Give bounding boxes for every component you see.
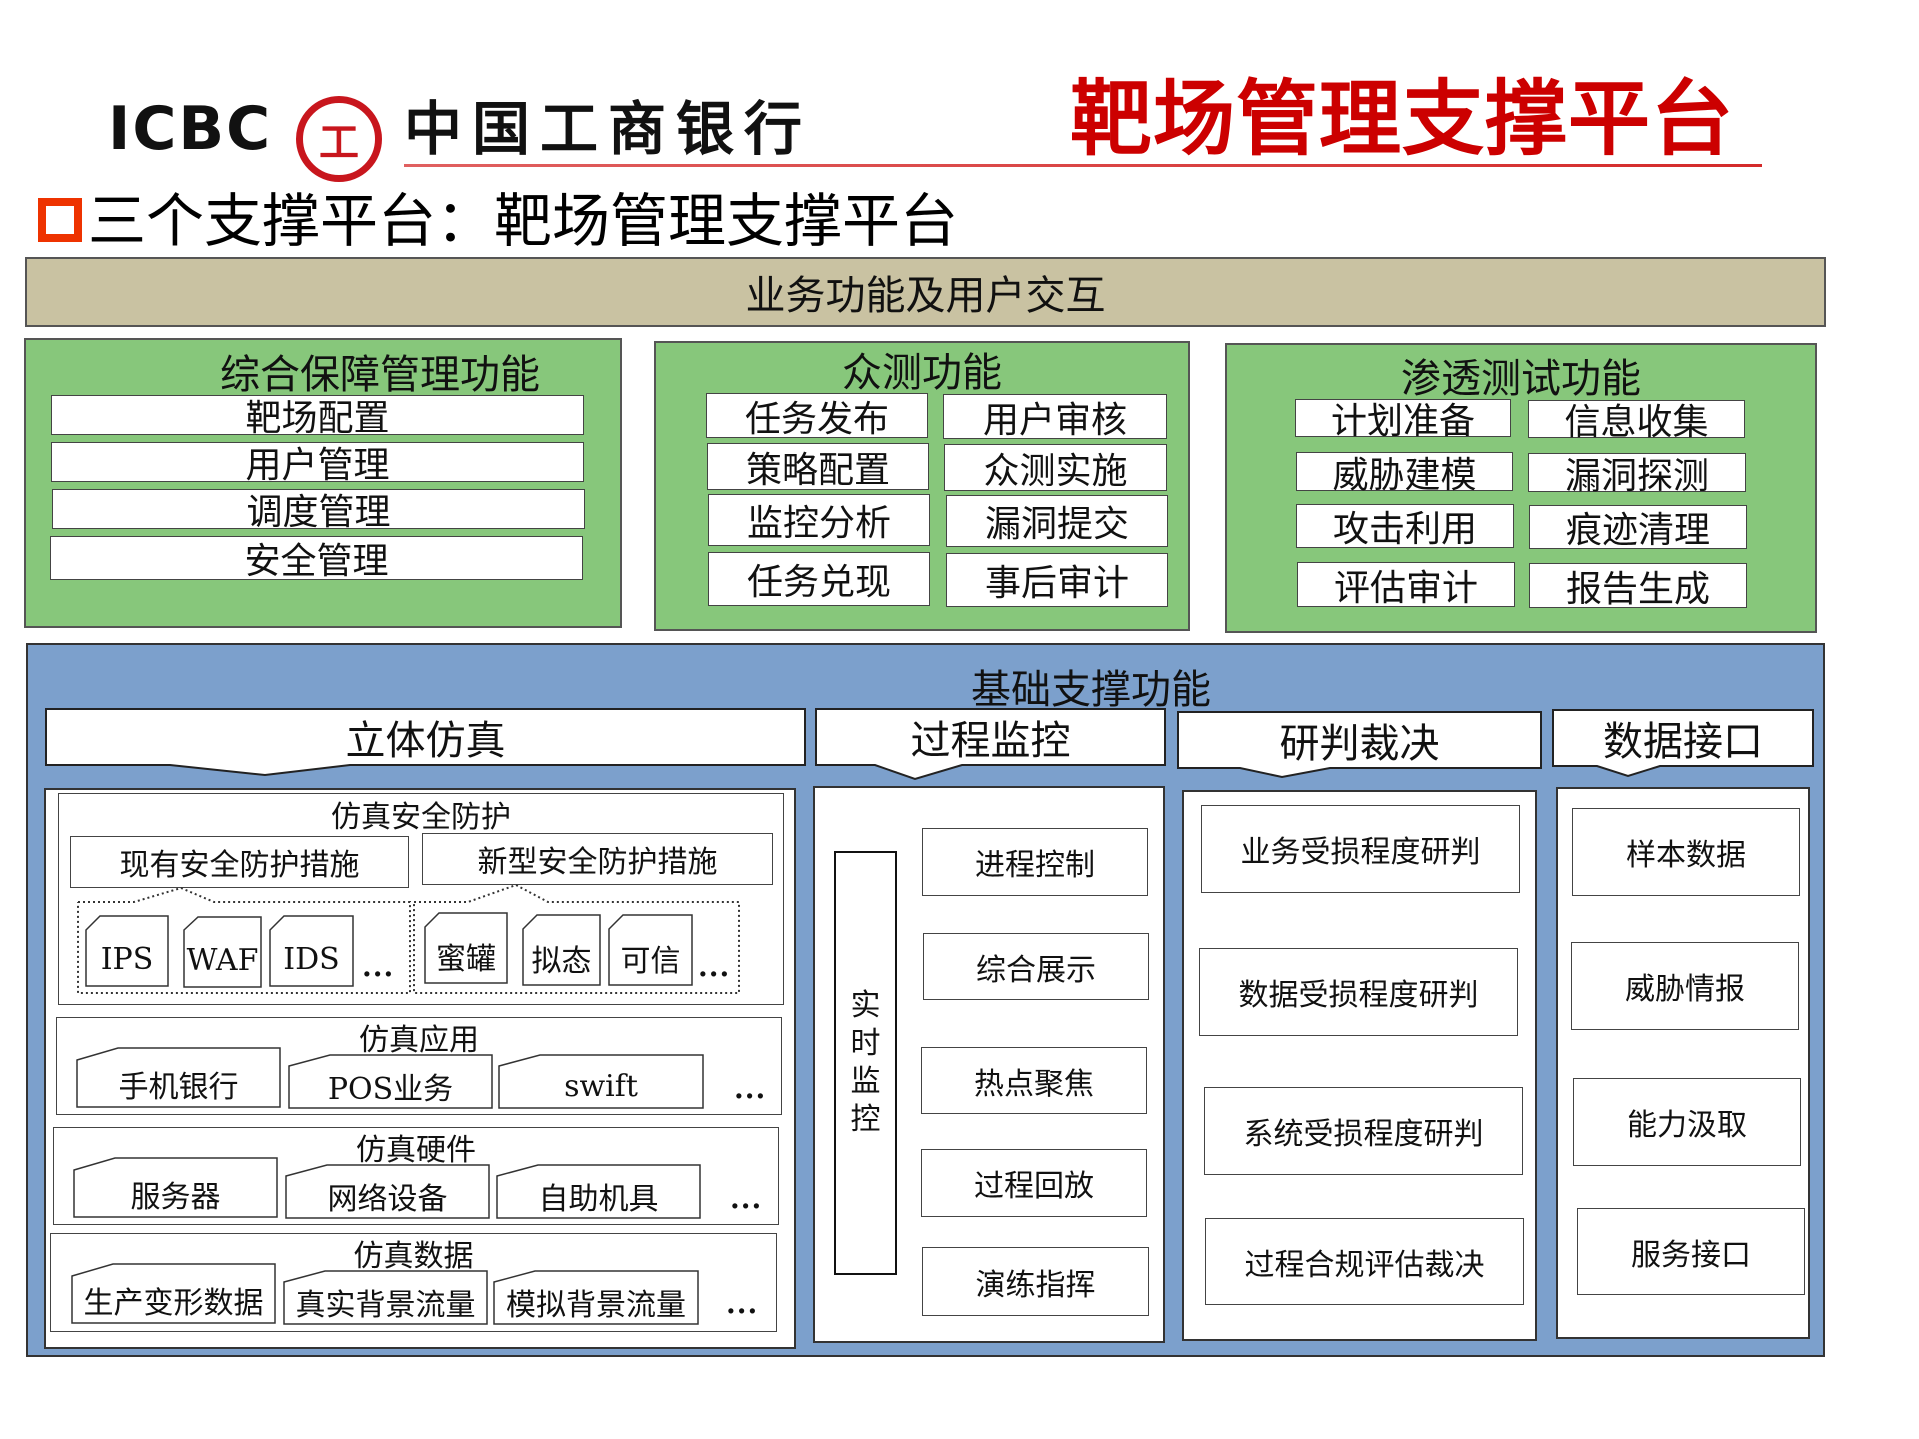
more-ellipsis: ... — [698, 950, 731, 983]
section-heading: 三个支撑平台：靶场管理支撑平台 — [88, 187, 959, 255]
monitor-item: 过程回放 — [921, 1149, 1147, 1217]
realtime-char: 控 — [850, 1102, 881, 1137]
simulation-header: 立体仿真 — [345, 718, 506, 764]
more-ellipsis: ... — [734, 1072, 767, 1105]
function-item: 监控分析 — [708, 494, 930, 546]
more-ellipsis: ... — [726, 1287, 759, 1320]
judgement-item: 数据受损程度研判 — [1199, 948, 1518, 1036]
icbc-logo-icon: 工 — [296, 96, 382, 182]
protection-card-trusted: 可信 — [620, 944, 681, 979]
function-item: 计划准备 — [1295, 399, 1511, 442]
function-item: 漏洞提交 — [946, 495, 1168, 547]
hollow-square-bullet-icon — [38, 198, 82, 242]
page-title: 靶场管理支撑平台 — [1070, 72, 1735, 167]
function-item: 攻击利用 — [1296, 504, 1514, 550]
logo-symbol: 工 — [319, 120, 359, 166]
monitor-item: 综合展示 — [923, 933, 1149, 1000]
hw-card-selfservice: 自助机具 — [538, 1182, 659, 1217]
function-item: 众测实施 — [944, 444, 1167, 492]
sim-application-title: 仿真应用 — [359, 1023, 479, 1058]
protection-card-waf: WAF — [186, 942, 259, 978]
monitor-item: 进程控制 — [922, 828, 1148, 896]
bank-name: 中国工商银行 — [404, 95, 813, 163]
function-item: 任务发布 — [706, 393, 928, 440]
function-item: 靶场配置 — [51, 395, 584, 439]
function-item: 用户管理 — [51, 442, 584, 486]
layer-label: 业务功能及用户交互 — [745, 273, 1106, 319]
function-item: 漏洞探测 — [1528, 453, 1746, 497]
judgement-item: 系统受损程度研判 — [1204, 1087, 1523, 1175]
function-item: 调度管理 — [52, 489, 585, 533]
hw-card-server: 服务器 — [130, 1180, 221, 1215]
group-title: 综合保障管理功能 — [220, 352, 540, 398]
app-card-swift: swift — [564, 1068, 638, 1104]
header-divider — [404, 164, 1762, 167]
judgement-header: 研判裁决 — [1279, 721, 1440, 767]
sim-hardware-title: 仿真硬件 — [356, 1133, 476, 1168]
function-item: 任务兑现 — [708, 552, 930, 606]
judgement-item: 业务受损程度研判 — [1201, 805, 1520, 893]
function-item: 评估审计 — [1297, 562, 1515, 609]
realtime-char: 实 — [850, 988, 881, 1023]
protection-card-mimic: 拟态 — [531, 944, 592, 979]
hw-card-network: 网络设备 — [327, 1182, 448, 1217]
data-card-real-traffic: 真实背景流量 — [295, 1288, 476, 1323]
data-interface-header: 数据接口 — [1603, 719, 1763, 765]
monitoring-header: 过程监控 — [910, 718, 1071, 764]
realtime-monitoring-bar: 实 时 监 控 — [834, 851, 897, 1275]
function-item: 痕迹清理 — [1529, 505, 1747, 551]
foundation-title: 基础支撑功能 — [971, 667, 1211, 713]
more-ellipsis: ... — [362, 950, 395, 983]
function-item: 安全管理 — [50, 536, 583, 582]
monitor-item: 演练指挥 — [922, 1247, 1149, 1316]
function-item: 信息收集 — [1528, 400, 1745, 443]
interface-item: 样本数据 — [1572, 808, 1800, 896]
protection-card-honeypot: 蜜罐 — [436, 942, 496, 977]
protection-card-ids: IDS — [283, 941, 340, 977]
interface-item: 服务接口 — [1577, 1208, 1805, 1295]
protection-card-ips: IPS — [100, 941, 154, 977]
monitor-item: 热点聚焦 — [921, 1047, 1147, 1114]
function-item: 报告生成 — [1529, 563, 1747, 610]
sim-security-title: 仿真安全防护 — [331, 800, 511, 835]
data-card-production: 生产变形数据 — [83, 1286, 264, 1321]
group-title: 渗透测试功能 — [1401, 356, 1641, 402]
group-title: 众测功能 — [842, 350, 1002, 396]
function-item: 威胁建模 — [1296, 452, 1513, 496]
interface-item: 威胁情报 — [1571, 942, 1799, 1030]
data-card-sim-traffic: 模拟背景流量 — [506, 1288, 686, 1323]
judgement-item: 过程合规评估裁决 — [1205, 1218, 1524, 1305]
app-card-pos: POS业务 — [327, 1072, 454, 1107]
app-card-mobile-banking: 手机银行 — [118, 1070, 239, 1105]
existing-measures-label: 现有安全防护措施 — [70, 836, 409, 888]
icbc-logo-text: ICBC — [108, 94, 273, 164]
more-ellipsis: ... — [730, 1182, 763, 1215]
business-interaction-layer: 业务功能及用户交互 — [25, 257, 1826, 327]
function-item: 事后审计 — [946, 553, 1168, 607]
sim-data-title: 仿真数据 — [353, 1239, 474, 1274]
new-measures-label: 新型安全防护措施 — [422, 833, 773, 885]
interface-item: 能力汲取 — [1573, 1078, 1801, 1166]
realtime-char: 时 — [850, 1026, 881, 1061]
function-item: 用户审核 — [943, 394, 1167, 441]
realtime-char: 监 — [850, 1064, 881, 1099]
function-item: 策略配置 — [707, 443, 929, 491]
